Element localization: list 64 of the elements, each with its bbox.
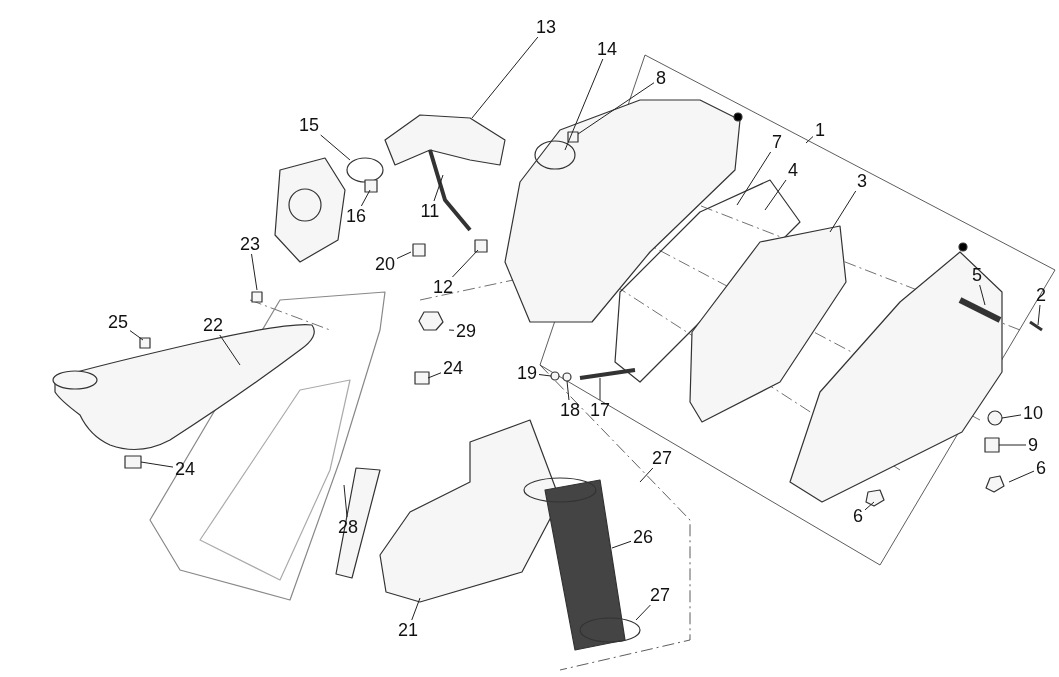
leader-line bbox=[979, 284, 986, 306]
callout-number: 16 bbox=[346, 206, 367, 226]
callout-number: 20 bbox=[375, 254, 396, 274]
leader-line bbox=[396, 251, 412, 259]
callout-number: 18 bbox=[560, 400, 581, 420]
leader-line bbox=[427, 372, 442, 379]
callout-number: 12 bbox=[433, 277, 454, 297]
callout-number: 14 bbox=[597, 39, 618, 59]
callout-number: 17 bbox=[590, 400, 611, 420]
leader-line bbox=[129, 330, 144, 341]
leader-line bbox=[998, 444, 1027, 446]
leader-line bbox=[433, 174, 444, 202]
callout-number: 7 bbox=[772, 132, 782, 152]
leader-line bbox=[564, 58, 604, 151]
callout-number: 9 bbox=[1028, 435, 1038, 455]
leader-line bbox=[566, 380, 570, 401]
leader-line bbox=[219, 334, 241, 366]
callout-number: 25 bbox=[108, 312, 129, 332]
leader-line bbox=[471, 36, 539, 119]
callout-number: 6 bbox=[853, 506, 863, 526]
leader-line bbox=[1001, 414, 1022, 419]
callout-number: 8 bbox=[656, 68, 666, 88]
leader-line bbox=[538, 374, 552, 377]
callout-number: 19 bbox=[517, 363, 538, 383]
callout-number: 10 bbox=[1023, 403, 1044, 423]
leader-line bbox=[736, 151, 772, 206]
callout-number: 13 bbox=[536, 17, 557, 37]
leader-line bbox=[1037, 304, 1041, 326]
leader-line bbox=[451, 249, 479, 278]
leader-line bbox=[320, 134, 351, 161]
callout-number: 23 bbox=[240, 234, 261, 254]
callout-number: 3 bbox=[857, 171, 867, 191]
callout-number: 22 bbox=[203, 315, 224, 335]
callout-number: 28 bbox=[338, 517, 359, 537]
leader-line bbox=[1008, 470, 1035, 483]
callout-number: 11 bbox=[420, 201, 440, 221]
leader-line bbox=[639, 467, 654, 483]
callout-number: 21 bbox=[398, 620, 419, 640]
callout-number: 27 bbox=[652, 448, 673, 468]
callout-number: 29 bbox=[456, 321, 477, 341]
callout-number: 5 bbox=[972, 265, 982, 285]
leader-line bbox=[448, 329, 455, 331]
callout-number: 6 bbox=[1036, 458, 1046, 478]
leader-line bbox=[140, 461, 174, 468]
leader-line bbox=[764, 179, 787, 211]
callout-number: 24 bbox=[175, 459, 196, 479]
callout-number: 4 bbox=[788, 160, 798, 180]
leader-line bbox=[635, 604, 651, 621]
callout-number: 2 bbox=[1036, 285, 1046, 305]
callout-number: 15 bbox=[299, 115, 320, 135]
leader-line bbox=[611, 540, 632, 549]
leader-line bbox=[864, 501, 875, 511]
callout-number: 26 bbox=[633, 527, 654, 547]
leader-line bbox=[599, 377, 601, 401]
leader-line bbox=[360, 189, 371, 207]
leader-line bbox=[411, 597, 421, 621]
leader-line bbox=[805, 136, 814, 144]
leader-line bbox=[251, 253, 258, 291]
leader-line bbox=[577, 82, 655, 135]
callout-number: 27 bbox=[650, 585, 671, 605]
leader-line bbox=[343, 484, 348, 518]
callout-number: 1 bbox=[815, 120, 825, 140]
callout-number: 24 bbox=[443, 358, 464, 378]
leader-line bbox=[829, 190, 857, 233]
